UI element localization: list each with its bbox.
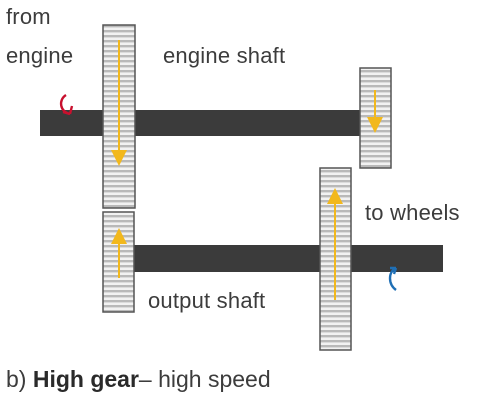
engine-shaft-label: engine shaft bbox=[163, 43, 286, 68]
input-rotation-arrow-icon bbox=[59, 93, 74, 116]
caption-prefix: b) bbox=[6, 366, 27, 392]
engine-idle-gear bbox=[359, 67, 392, 169]
output-rotation-arrow-icon bbox=[388, 266, 398, 291]
from-label: from bbox=[6, 4, 51, 29]
engine-shaft bbox=[40, 110, 380, 136]
caption-bold: High gear bbox=[32, 366, 139, 392]
output-shaft-label: output shaft bbox=[148, 288, 266, 313]
output-locked-gear bbox=[102, 211, 135, 313]
engine-drive-gear bbox=[102, 24, 136, 209]
figure-caption: b) High gear– high speed bbox=[6, 368, 271, 391]
caption-rest: – high speed bbox=[138, 366, 271, 392]
output-shaft bbox=[115, 245, 443, 272]
output-idle-gear bbox=[319, 167, 352, 351]
to-wheels-label: to wheels bbox=[365, 200, 460, 225]
engine-label: engine bbox=[6, 43, 74, 68]
